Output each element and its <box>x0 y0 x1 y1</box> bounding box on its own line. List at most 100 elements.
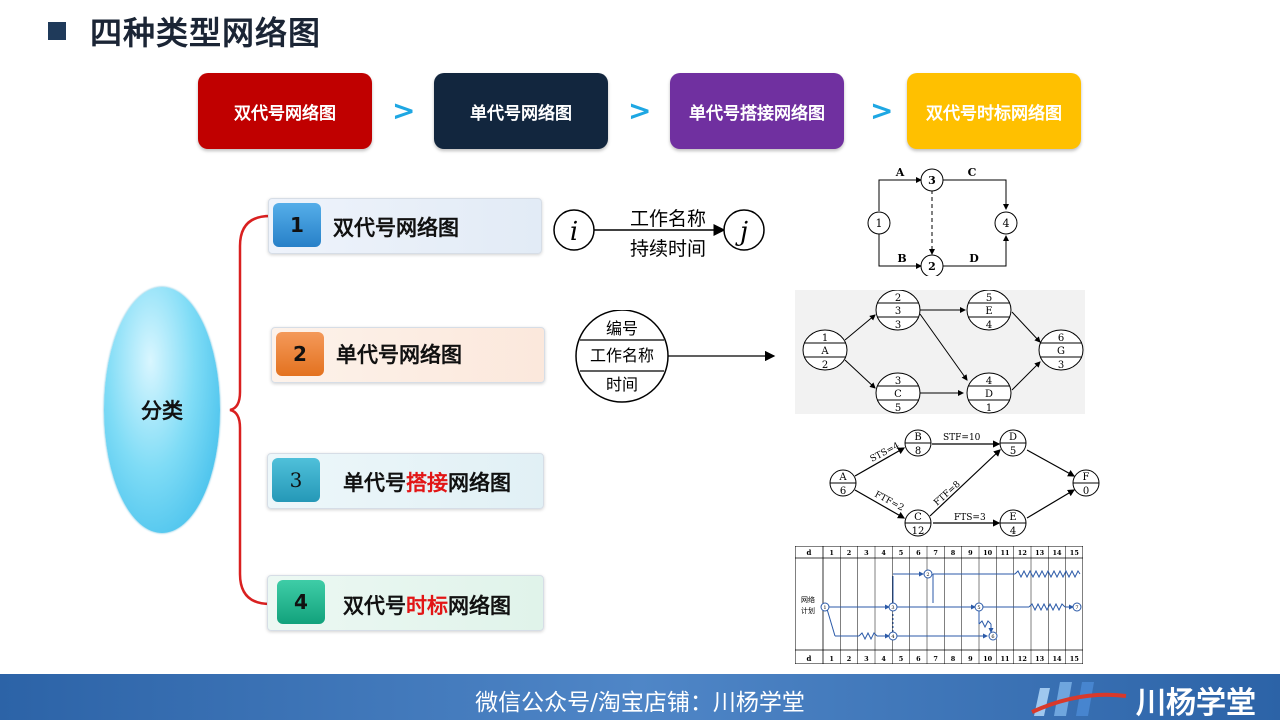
ex2-node-5-bot: 1 <box>986 403 992 414</box>
ex2-node-6-mid: G <box>1057 346 1065 357</box>
ex2-node-2-top: 2 <box>895 293 901 304</box>
ex4-column-label-top: 9 <box>968 549 973 557</box>
ex2-node-3-bot: 5 <box>895 403 901 414</box>
classification-label: 分类 <box>141 399 183 423</box>
flow-step-4-label: 双代号时标网络图 <box>926 103 1062 124</box>
ex4-column-label-bottom: 14 <box>1052 655 1062 663</box>
classification-bracket <box>229 214 271 606</box>
ex4-column-label-top: 2 <box>847 549 852 557</box>
ex2-node-2: 2 3 3 <box>875 290 921 331</box>
category-label-4-c: 网络图 <box>448 594 511 618</box>
flow-arrow-2: > <box>628 94 652 127</box>
ex2-node-4: 5 E 4 <box>966 290 1012 331</box>
ex4-column-label-bottom: 2 <box>847 655 852 663</box>
ex4-node-3: 3 <box>888 602 898 612</box>
ex1-node-2: 2 <box>928 260 936 273</box>
ex4-node-4-label: 4 <box>891 634 894 640</box>
category-badge-3: 3 <box>272 458 320 502</box>
aoa-bottom-text: 持续时间 <box>630 238 706 260</box>
ex3-node-e-bot: 4 <box>1010 526 1016 537</box>
category-label-4: 双代号时标网络图 <box>343 590 511 620</box>
ex3-node-a-bot: 6 <box>840 486 846 497</box>
category-label-3-a: 单代号 <box>343 471 406 495</box>
ex4-column-label-top: 11 <box>1000 549 1009 557</box>
ex2-node-3-top: 3 <box>895 376 901 387</box>
ex1-node-3: 3 <box>928 174 936 187</box>
aon-bottom: 时间 <box>606 375 638 394</box>
ex3-node-f-top: F <box>1083 472 1090 483</box>
ex2-node-5-top: 4 <box>986 376 992 387</box>
ex1-node-4: 4 <box>1003 217 1010 230</box>
ex3-node-c: C 12 <box>904 509 932 537</box>
ex3-node-d-bot: 5 <box>1010 446 1016 457</box>
ex3-node-b: B 8 <box>904 429 932 457</box>
ex4-column-label-top: 3 <box>864 549 869 557</box>
ex3-node-e-top: E <box>1009 512 1016 523</box>
ex4-column-label-bottom: 11 <box>1000 655 1009 663</box>
category-label-4-highlight: 时标 <box>406 594 448 618</box>
aoa-top-text: 工作名称 <box>630 208 706 230</box>
flow-step-3: 单代号搭接网络图 <box>670 73 844 149</box>
ex4-node-6-label: 6 <box>991 634 994 640</box>
ex4-node-7: 7 <box>1072 602 1082 612</box>
classification-ellipse: 分类 <box>104 287 220 533</box>
ex4-column-label-bottom: 5 <box>899 655 904 663</box>
ex2-node-1-mid: A <box>820 346 829 357</box>
category-badge-4: 4 <box>277 580 325 624</box>
category-label-3-highlight: 搭接 <box>406 471 448 495</box>
category-label-1: 双代号网络图 <box>333 216 459 240</box>
ex4-column-label-bottom: 4 <box>881 655 886 663</box>
ex2-node-5-mid: D <box>985 389 993 400</box>
ex4-node-6: 6 <box>988 631 998 641</box>
ex1-label-c: C <box>968 166 977 179</box>
ex4-column-label-top: 15 <box>1070 549 1080 557</box>
ex3-node-a-top: A <box>838 472 847 483</box>
ex3-node-f-bot: 0 <box>1083 486 1089 497</box>
ex2-node-6: 6 G 3 <box>1038 329 1084 371</box>
ex2-node-1: 1 A 2 <box>802 329 848 371</box>
category-label-2: 单代号网络图 <box>336 343 462 367</box>
category-badge-1: 1 <box>273 203 321 247</box>
ex4-node-1: 1 <box>820 602 830 612</box>
ex4-column-label-top: 4 <box>881 549 886 557</box>
flow-arrow-3: > <box>870 94 894 127</box>
ex3-node-d-top: D <box>1009 432 1017 443</box>
category-label-3: 单代号搭接网络图 <box>343 467 511 497</box>
ex4-header-top: d <box>807 548 812 557</box>
ex4-column-label-top: 13 <box>1035 549 1045 557</box>
ex1-label-a: A <box>895 166 905 179</box>
ex4-column-label-bottom: 6 <box>916 655 921 663</box>
flow-step-2: 单代号网络图 <box>434 73 608 149</box>
brand-logo-icon <box>1031 682 1127 716</box>
ex4-row-label-2: 计划 <box>801 606 815 615</box>
ex1-label-d: D <box>969 252 979 265</box>
ex2-node-3-mid: C <box>894 389 902 400</box>
ex4-column-label-bottom: 9 <box>968 655 973 663</box>
ex2-node-2-mid: 3 <box>895 306 901 317</box>
ex4-column-label-top: 6 <box>916 549 921 557</box>
ex4-column-label-top: 1 <box>829 549 834 557</box>
example-overlap-diagram: A 6 B 8 C 12 D 5 E 4 F 0 STS=4 FTF=2 STF… <box>822 428 1104 540</box>
ex4-node-7-label: 7 <box>1075 605 1078 611</box>
footer-brand: 川杨学堂 <box>1136 686 1256 721</box>
ex4-column-label-bottom: 8 <box>951 655 956 663</box>
ex4-column-label-top: 12 <box>1018 549 1027 557</box>
ex2-node-4-mid: E <box>985 306 992 317</box>
ex4-column-label-top: 8 <box>951 549 956 557</box>
ex3-node-f: F 0 <box>1072 469 1100 497</box>
ex3-node-a: A 6 <box>829 469 857 497</box>
ex2-node-4-top: 5 <box>986 293 992 304</box>
category-label-3-c: 网络图 <box>448 471 511 495</box>
flow-step-1-label: 双代号网络图 <box>234 103 336 124</box>
ex4-column-label-top: 7 <box>933 549 938 557</box>
ex4-column-label-top: 5 <box>899 549 904 557</box>
ex2-node-1-top: 1 <box>822 333 828 344</box>
ex4-node-2: 2 <box>923 569 933 579</box>
ex2-node-3: 3 C 5 <box>875 372 921 414</box>
ex4-node-2-label: 2 <box>926 572 929 578</box>
ex2-node-4-bot: 4 <box>986 320 992 331</box>
ex2-node-1-bot: 2 <box>822 360 828 371</box>
flow-arrow-1: > <box>392 94 416 127</box>
footer-text: 微信公众号/淘宝店铺：川杨学堂 <box>475 690 805 716</box>
ex4-node-3-label: 3 <box>891 605 894 611</box>
